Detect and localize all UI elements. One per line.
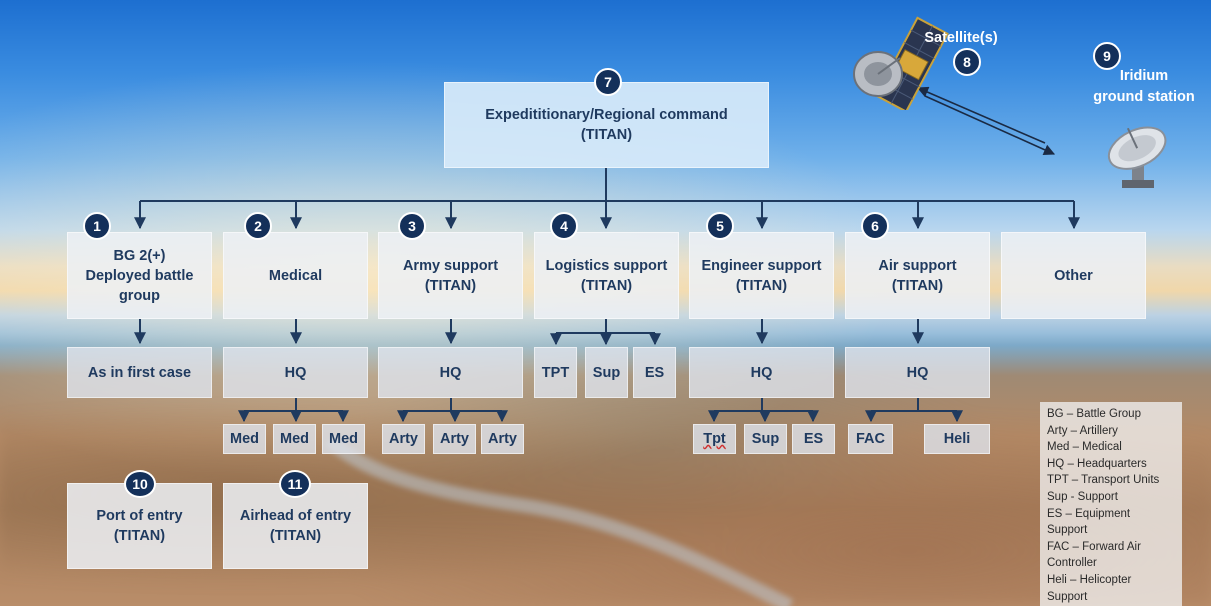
- element-label: Med: [280, 431, 309, 447]
- legend-line: TPT – Transport Units: [1047, 474, 1160, 487]
- subunit-army-hq[interactable]: HQ: [378, 347, 523, 398]
- subunit-sup[interactable]: Sup: [585, 347, 628, 398]
- legend-line: HQ – Headquarters: [1047, 457, 1147, 470]
- element-label: Sup: [751, 431, 780, 447]
- element-med-1[interactable]: Med: [223, 424, 266, 454]
- element-sup[interactable]: Sup: [744, 424, 787, 454]
- badge-4: 4: [550, 212, 578, 240]
- element-arty-3[interactable]: Arty: [481, 424, 524, 454]
- element-med-3[interactable]: Med: [322, 424, 365, 454]
- element-label: FAC: [856, 431, 885, 447]
- legend-line: ES – Equipment: [1047, 507, 1131, 520]
- badge-9: 9: [1093, 42, 1121, 70]
- element-label: Med: [329, 431, 358, 447]
- legend-line: FAC – Forward Air: [1047, 540, 1141, 553]
- legend-line: BG – Battle Group: [1047, 408, 1141, 420]
- subunit-label: As in first case: [87, 364, 192, 381]
- subunit-label: HQ: [439, 364, 462, 381]
- ground-station-label: Iridium ground station: [1093, 68, 1195, 105]
- legend-line: Arty – Artillery: [1047, 424, 1118, 437]
- unit-logistics-support[interactable]: Logistics support (TITAN): [534, 232, 679, 319]
- badge-7: 7: [594, 68, 622, 96]
- element-label: Arty: [388, 431, 418, 447]
- command-label: Expedititionary/Regional command (TITAN): [485, 107, 728, 143]
- unit-air-support[interactable]: Air support (TITAN): [845, 232, 990, 319]
- subunit-air-hq[interactable]: HQ: [845, 347, 990, 398]
- subunit-label: HQ: [750, 364, 773, 381]
- badge-1: 1: [83, 212, 111, 240]
- element-arty-2[interactable]: Arty: [433, 424, 476, 454]
- entry-label: Airhead of entry (TITAN): [239, 508, 352, 544]
- badge-2: 2: [244, 212, 272, 240]
- subunit-medical-hq[interactable]: HQ: [223, 347, 368, 398]
- element-label: Tpt: [703, 431, 726, 447]
- subunit-es[interactable]: ES: [633, 347, 676, 398]
- element-label: Heli: [943, 431, 971, 447]
- element-fac[interactable]: FAC: [848, 424, 893, 454]
- element-arty-1[interactable]: Arty: [382, 424, 425, 454]
- subunit-as-in-first-case[interactable]: As in first case: [67, 347, 212, 398]
- unit-battle-group[interactable]: BG 2(+) Deployed battle group: [67, 232, 212, 319]
- satellite-label: Satellite(s): [924, 30, 998, 46]
- unit-label: Army support (TITAN): [402, 257, 499, 294]
- badge-5: 5: [706, 212, 734, 240]
- command-box[interactable]: Expedititionary/Regional command (TITAN): [444, 82, 769, 168]
- subunit-label: Sup: [592, 364, 621, 381]
- unit-label: Other: [1054, 267, 1093, 284]
- subunit-label: TPT: [541, 364, 570, 381]
- unit-label: BG 2(+) Deployed battle group: [85, 247, 194, 304]
- entry-label: Port of entry (TITAN): [96, 508, 183, 544]
- legend-line: Controller: [1047, 557, 1097, 570]
- element-label: Arty: [439, 431, 469, 447]
- badge-11: 11: [279, 470, 311, 498]
- badge-3: 3: [398, 212, 426, 240]
- unit-medical[interactable]: Medical: [223, 232, 368, 319]
- badge-10: 10: [124, 470, 156, 498]
- element-tpt[interactable]: Tpt: [693, 424, 736, 454]
- legend-line: Heli – Helicopter: [1047, 573, 1132, 586]
- legend-line: Sup - Support: [1047, 490, 1118, 503]
- subunit-engineer-hq[interactable]: HQ: [689, 347, 834, 398]
- unit-label: Logistics support (TITAN): [545, 257, 668, 294]
- unit-label: Medical: [268, 267, 323, 284]
- subunit-label: HQ: [906, 364, 929, 381]
- unit-army-support[interactable]: Army support (TITAN): [378, 232, 523, 319]
- element-label: Arty: [487, 431, 517, 447]
- element-label: ES: [803, 431, 824, 447]
- unit-label: Air support (TITAN): [878, 257, 957, 294]
- unit-engineer-support[interactable]: Engineer support (TITAN): [689, 232, 834, 319]
- element-heli[interactable]: Heli: [924, 424, 990, 454]
- subunit-tpt[interactable]: TPT: [534, 347, 577, 398]
- unit-other[interactable]: Other: [1001, 232, 1146, 319]
- element-es[interactable]: ES: [792, 424, 835, 454]
- element-label: Med: [230, 431, 259, 447]
- abbreviation-legend: BG – Battle Group Arty – Artillery Med –…: [1040, 402, 1182, 606]
- legend-line: Support: [1047, 590, 1088, 603]
- satellite-icon: [853, 16, 949, 110]
- unit-label: Engineer support (TITAN): [701, 257, 822, 294]
- badge-6: 6: [861, 212, 889, 240]
- subunit-label: ES: [644, 364, 665, 381]
- legend-line: Med – Medical: [1047, 441, 1122, 454]
- legend-line: Support: [1047, 524, 1088, 537]
- subunit-label: HQ: [284, 364, 307, 381]
- element-med-2[interactable]: Med: [273, 424, 316, 454]
- satellite-dish-icon: [1107, 126, 1167, 188]
- badge-8: 8: [953, 48, 981, 76]
